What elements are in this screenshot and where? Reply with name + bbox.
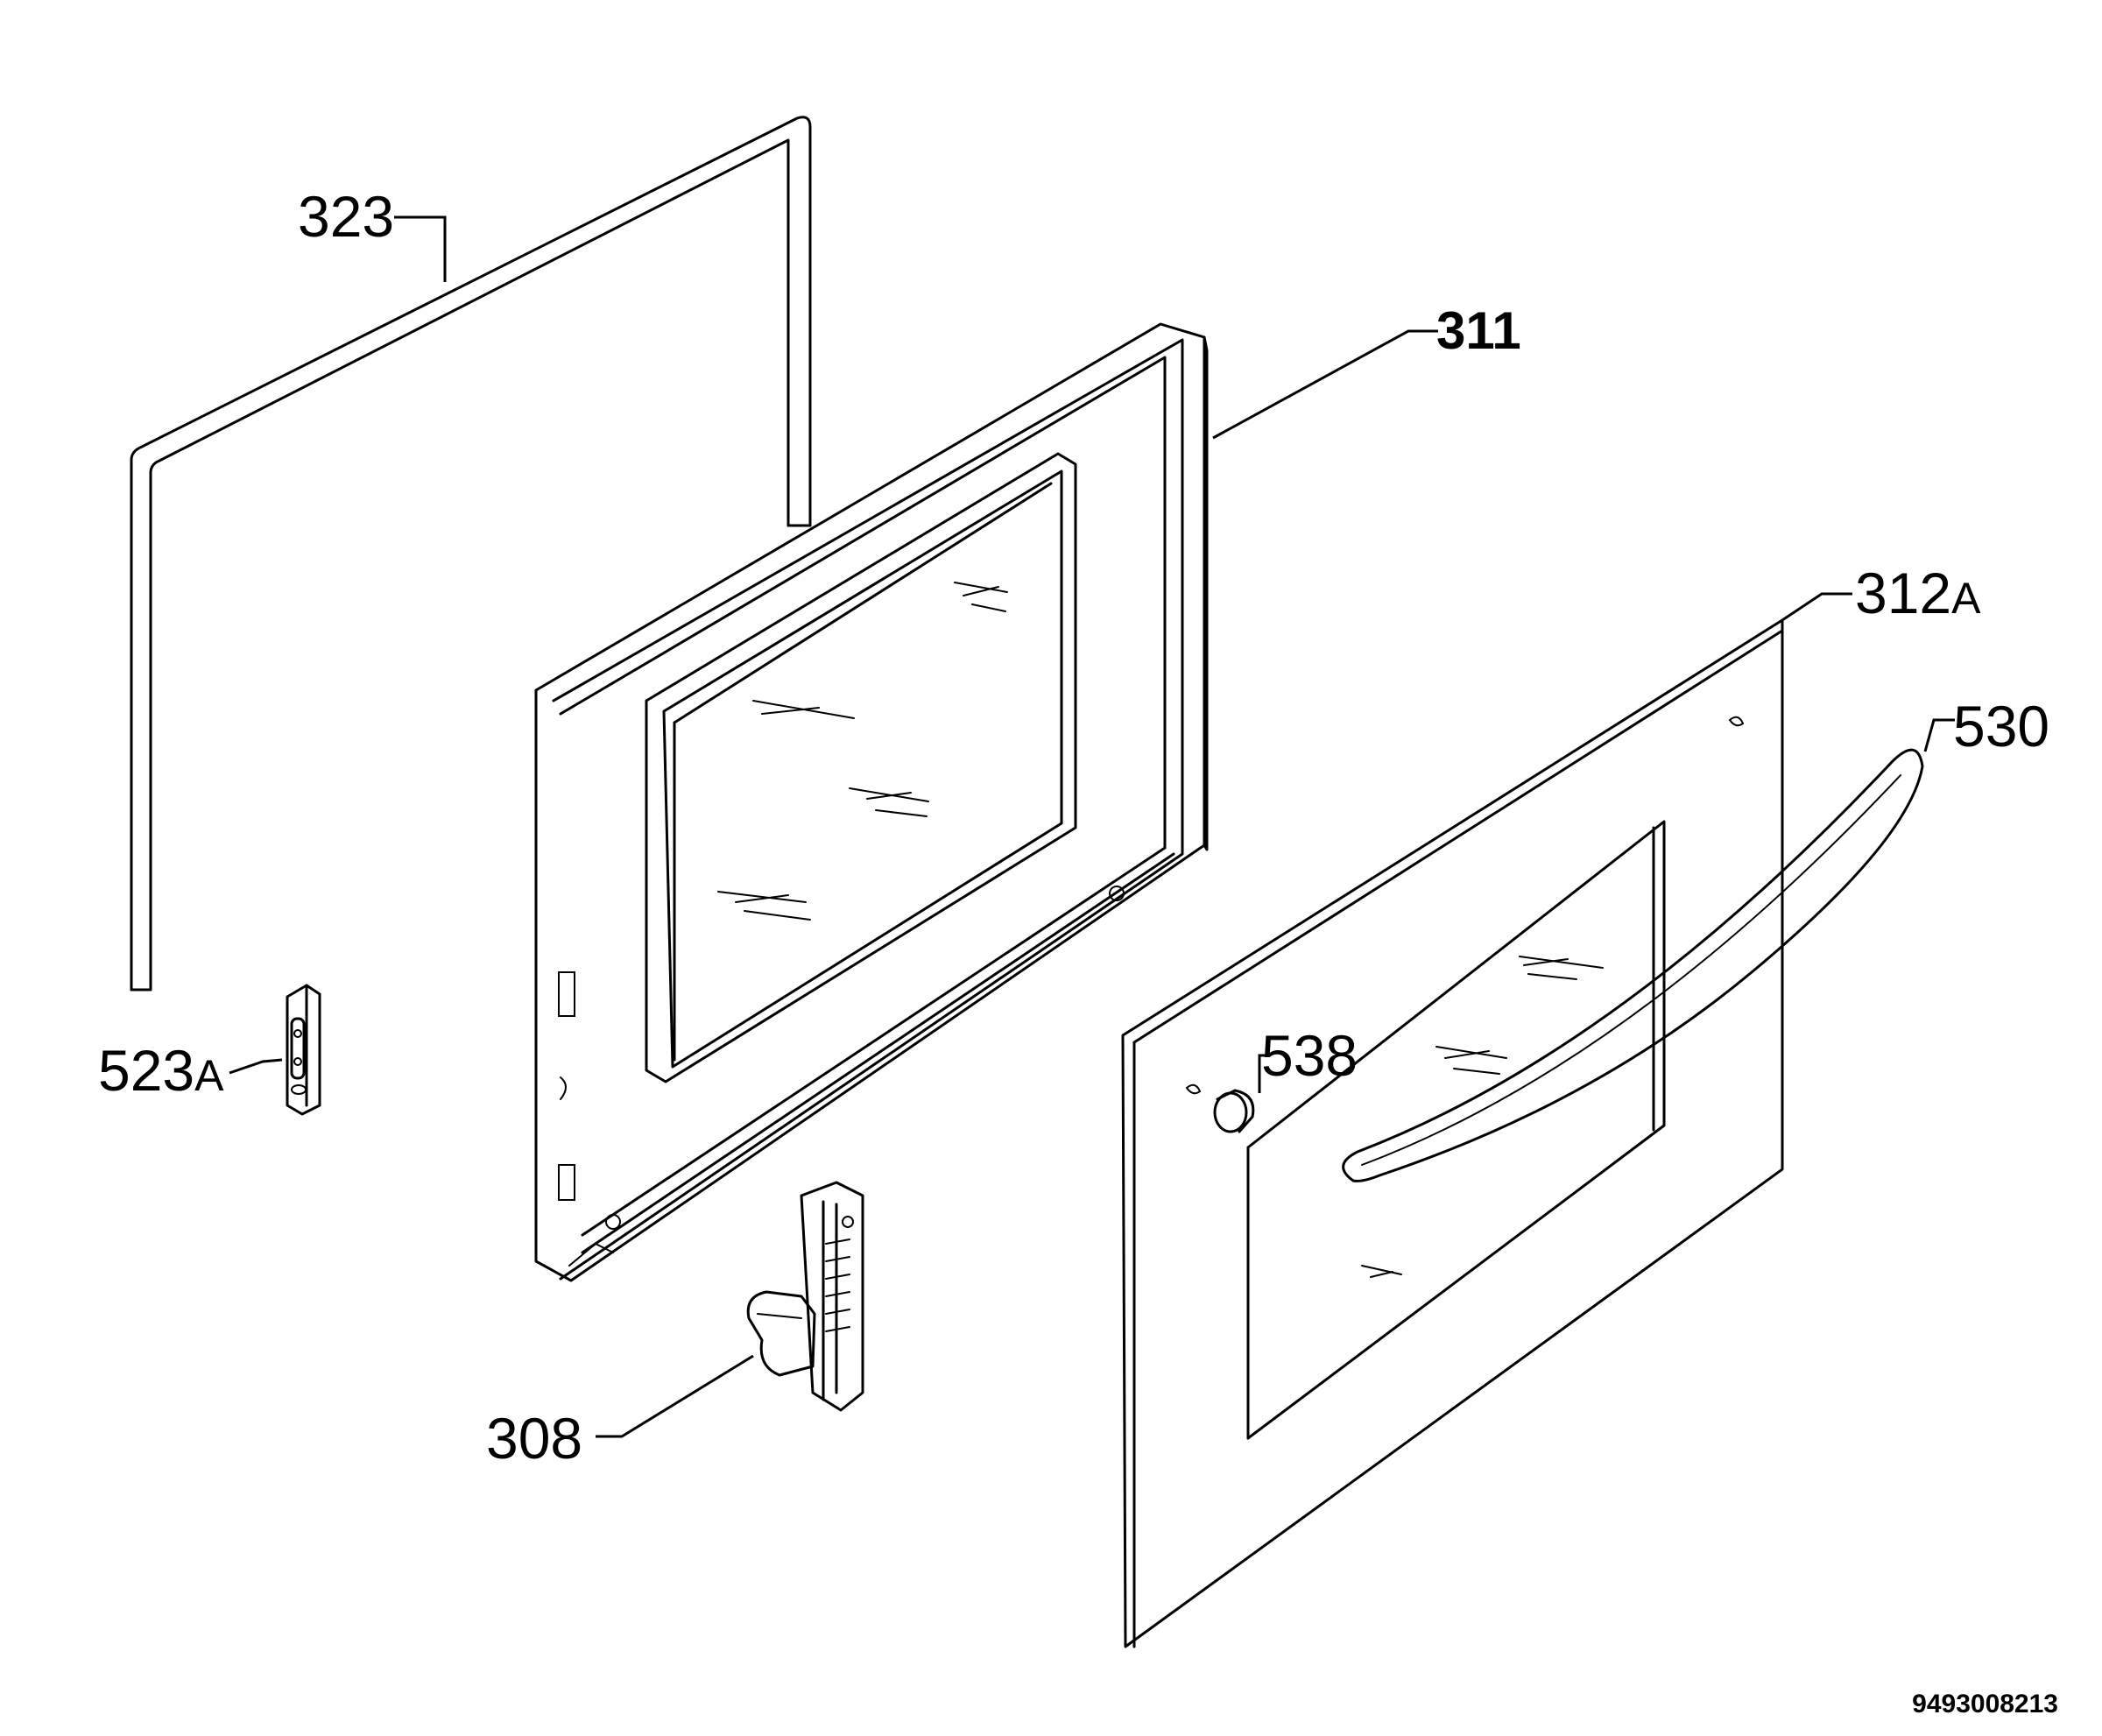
- leader-308: [596, 1354, 754, 1438]
- leader-530: [1923, 718, 1955, 752]
- label-part-323: 323: [298, 184, 394, 249]
- part-530-door-handle: [1342, 748, 1924, 1182]
- part-312A-outer-glass: [1121, 618, 1784, 1648]
- leader-538: [1258, 1054, 1270, 1093]
- leader-311: [1212, 329, 1438, 440]
- part-538-end-cap: [1213, 1089, 1255, 1133]
- leader-323: [394, 215, 447, 282]
- label-part-530: 530: [1953, 694, 2049, 759]
- document-number: 9493008213: [1912, 1690, 2058, 1718]
- label-part-523A: 523A: [98, 1038, 224, 1103]
- part-311-inner-frame: [534, 322, 1209, 1282]
- label-part-538: 538: [1261, 1023, 1358, 1088]
- label-part-311: 311: [1436, 301, 1521, 360]
- leader-523A: [229, 1058, 283, 1075]
- part-523A-hinge-bracket: [286, 984, 321, 1116]
- label-part-308: 308: [486, 1406, 582, 1471]
- part-323-door-seal: [130, 116, 812, 991]
- part-308-door-hinge: [746, 1181, 864, 1412]
- label-part-312A: 312A: [1855, 561, 1981, 625]
- leader-312A: [1781, 592, 1852, 622]
